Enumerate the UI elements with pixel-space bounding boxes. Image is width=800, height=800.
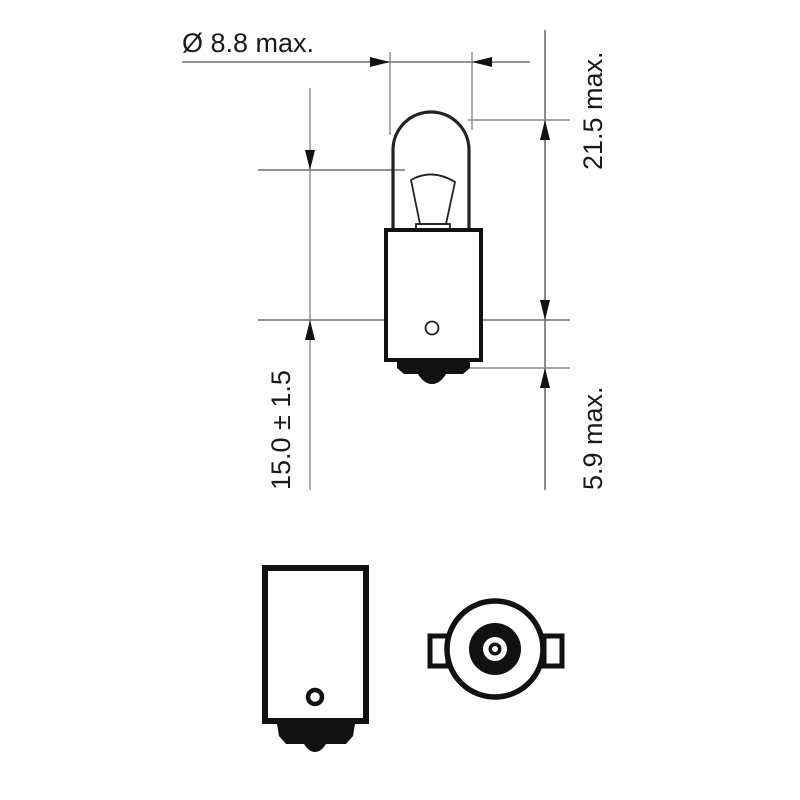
overall-length-label: 21.5 max. <box>578 51 608 170</box>
arrow-icon <box>305 320 315 340</box>
arrow-icon <box>540 300 550 320</box>
arrow-icon <box>370 57 390 67</box>
diameter-label: Ø 8.8 max. <box>182 28 314 58</box>
base-side-view <box>262 565 369 752</box>
light-center-label: 15.0 ± 1.5 <box>266 370 296 490</box>
bayonet-pin-icon <box>424 320 440 336</box>
arrow-icon <box>540 120 550 140</box>
bulb-side-view <box>384 110 483 384</box>
arrow-icon <box>540 368 550 388</box>
bayonet-pin-icon <box>305 687 325 707</box>
base-contact <box>397 360 470 384</box>
overall-length-dimension: 21.5 max. <box>468 30 608 490</box>
base-length-dimension: 5.9 max. <box>470 367 608 490</box>
base-length-label: 5.9 max. <box>578 386 608 490</box>
arrow-icon <box>305 150 315 170</box>
base-end-view <box>427 598 565 700</box>
arrow-icon <box>472 57 492 67</box>
base-shell <box>384 228 483 362</box>
diameter-dimension: Ø 8.8 max. <box>182 28 530 135</box>
light-center-dimension: 15.0 ± 1.5 <box>258 88 405 490</box>
